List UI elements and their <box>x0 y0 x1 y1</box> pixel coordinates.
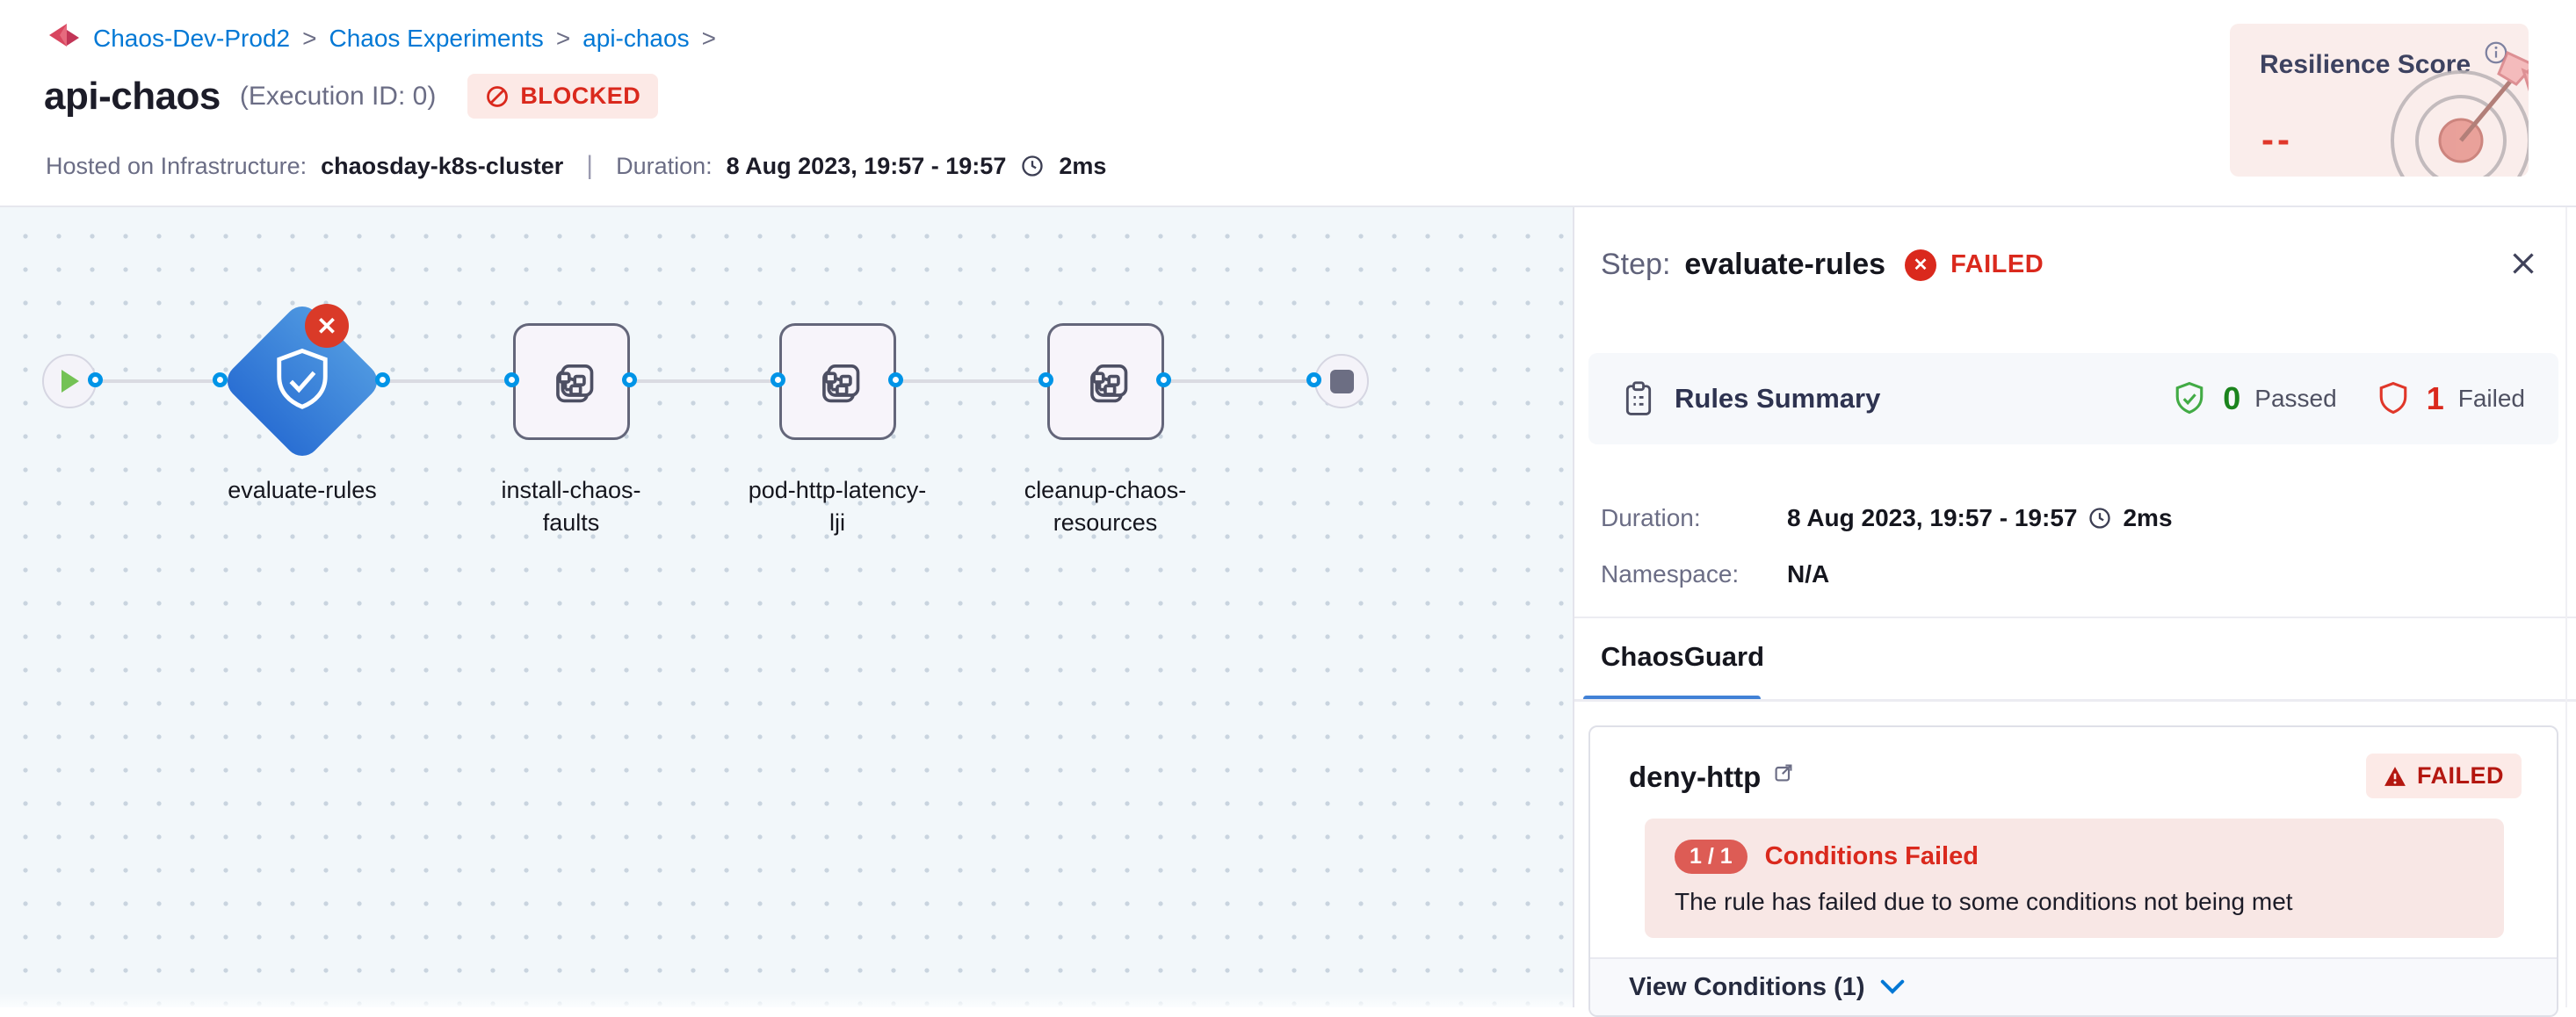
external-link-icon[interactable] <box>1773 762 1794 783</box>
port <box>88 372 103 387</box>
clock-icon <box>2088 506 2112 530</box>
breadcrumb-separator: > <box>302 25 317 52</box>
rules-summary-title: Rules Summary <box>1675 383 1881 414</box>
infra-label: Hosted on Infrastructure: <box>46 152 308 179</box>
status-badge-blocked: BLOCKED <box>467 74 659 119</box>
node-label-evaluate-rules: evaluate-rules <box>228 477 377 503</box>
chaos-fault-icon <box>1089 364 1127 402</box>
shield-fail-icon <box>2374 378 2413 420</box>
step-details-panel: Step: evaluate-rules ✕ FAILED Rules Summ… <box>1573 207 2576 1017</box>
close-button[interactable] <box>2507 248 2539 284</box>
duration-ms: 2ms <box>1059 152 1107 179</box>
duration-label: Duration: <box>616 152 713 179</box>
execution-id: (Execution ID: 0) <box>239 81 437 111</box>
node-label-pod-http-latency: pod-http-latency-lji <box>748 477 927 536</box>
page-title: api-chaos <box>44 74 221 118</box>
node-install-chaos-faults[interactable] <box>513 323 630 440</box>
passed-label: Passed <box>2254 385 2337 412</box>
duration-value: 8 Aug 2023, 19:57 - 19:57 <box>726 152 1007 179</box>
breadcrumb-experiment-link[interactable]: api-chaos <box>582 25 690 52</box>
panel-duration-label: Duration: <box>1601 504 1701 531</box>
breadcrumb-experiments-link[interactable]: Chaos Experiments <box>329 25 544 52</box>
panel-duration-ms: 2ms <box>2123 504 2173 531</box>
rules-summary-bar: Rules Summary 0 Passed 1 Failed <box>1588 353 2558 444</box>
play-icon <box>62 370 79 393</box>
view-conditions-toggle[interactable]: View Conditions (1) <box>1590 957 2557 1015</box>
failed-label: Failed <box>2457 385 2525 412</box>
infra-value: chaosday-k8s-cluster <box>321 152 564 179</box>
meta-divider: | <box>586 151 594 180</box>
warning-triangle-icon <box>2384 766 2406 787</box>
passed-count: 0 <box>2223 380 2241 416</box>
conditions-failed-message: The rule has failed due to some conditio… <box>1675 888 2293 915</box>
resilience-score-card: Resilience Score -- <box>2230 24 2529 177</box>
scrollbar-track[interactable] <box>2565 0 2567 1007</box>
conditions-failed-title: Conditions Failed <box>1764 842 1979 870</box>
node-label-install-chaos-faults: install-chaos-faults <box>501 477 641 536</box>
chaos-module-icon <box>46 23 81 54</box>
step-label: Step: <box>1601 248 1671 281</box>
pipeline-end-node <box>1314 354 1369 408</box>
tab-track <box>1574 699 2576 702</box>
conditions-failed-box: 1 / 1 Conditions Failed The rule has fai… <box>1645 819 2504 938</box>
target-illustration <box>2377 35 2529 177</box>
rule-status-label: FAILED <box>2416 762 2504 789</box>
breadcrumb: Chaos-Dev-Prod2 > Chaos Experiments > ap… <box>46 23 716 54</box>
panel-duration-value: 8 Aug 2023, 19:57 - 19:57 <box>1787 504 2078 531</box>
port <box>622 372 637 387</box>
node-pod-http-latency[interactable] <box>779 323 896 440</box>
failed-count: 1 <box>2426 380 2444 416</box>
breadcrumb-separator: > <box>555 25 571 52</box>
resilience-score-title: Resilience Score <box>2260 50 2471 79</box>
port <box>1156 372 1171 387</box>
blocked-icon <box>485 84 510 109</box>
port <box>771 372 785 387</box>
resilience-score-value: -- <box>2261 119 2293 160</box>
clipboard-icon <box>1622 380 1655 417</box>
port <box>375 372 390 387</box>
tab-chaosguard[interactable]: ChaosGuard <box>1601 641 1765 672</box>
stop-icon <box>1329 369 1354 393</box>
info-icon[interactable] <box>2483 40 2509 70</box>
rule-status-badge: FAILED <box>2365 754 2522 798</box>
active-tab-indicator <box>1583 696 1761 702</box>
chaos-fault-icon <box>821 364 859 402</box>
chevron-down-icon <box>1879 977 1906 997</box>
panel-namespace-value: N/A <box>1787 560 1830 588</box>
step-name: evaluate-rules <box>1684 248 1886 281</box>
port <box>1038 372 1053 387</box>
view-conditions-label: View Conditions (1) <box>1629 972 1865 1001</box>
divider <box>1574 617 2576 618</box>
shield-pass-icon <box>2170 378 2209 420</box>
rule-card-deny-http: deny-http FAILED 1 / 1 <box>1588 725 2558 1017</box>
pipeline-canvas[interactable]: ✕ <box>0 207 1573 1007</box>
port <box>213 372 228 387</box>
shield-check-icon <box>263 342 342 425</box>
clock-icon <box>1020 154 1045 178</box>
breadcrumb-project-link[interactable]: Chaos-Dev-Prod2 <box>93 25 291 52</box>
port <box>1306 372 1321 387</box>
conditions-count-pill: 1 / 1 <box>1675 840 1747 874</box>
pipeline-edge <box>83 379 1327 383</box>
breadcrumb-separator: > <box>701 25 716 52</box>
node-label-cleanup-chaos-resources: cleanup-chaos-resources <box>1024 477 1187 536</box>
port <box>888 372 903 387</box>
rule-link[interactable]: deny-http <box>1629 761 1794 794</box>
failed-circle-icon: ✕ <box>1905 249 1937 281</box>
status-badge-label: BLOCKED <box>520 83 641 109</box>
panel-namespace-label: Namespace: <box>1601 560 1740 588</box>
node-cleanup-chaos-resources[interactable] <box>1047 323 1164 440</box>
experiment-header: Chaos-Dev-Prod2 > Chaos Experiments > ap… <box>0 0 2576 207</box>
node-failed-badge: ✕ <box>305 304 349 348</box>
rule-name: deny-http <box>1629 761 1762 793</box>
chaos-fault-icon <box>555 364 593 402</box>
port <box>504 372 519 387</box>
step-status: FAILED <box>1950 250 2044 278</box>
